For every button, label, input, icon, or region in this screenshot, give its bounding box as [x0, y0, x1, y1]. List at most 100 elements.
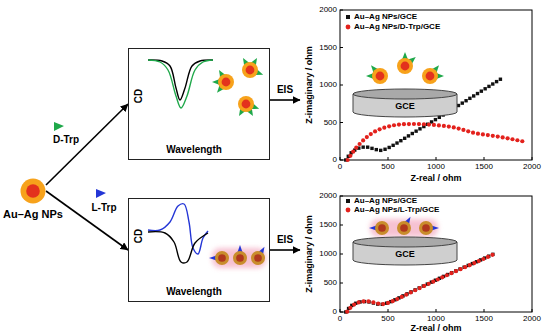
data-marker [365, 135, 369, 139]
particle-shell [397, 221, 411, 235]
data-marker [395, 297, 399, 301]
legend-marker [346, 199, 350, 203]
data-marker [397, 122, 401, 126]
particle-shell [419, 221, 433, 235]
data-marker [466, 129, 470, 133]
tick-mark [436, 309, 437, 312]
tick-label: 2000 [523, 163, 541, 171]
tick-mark [340, 122, 343, 123]
tick-label: 2000 [523, 315, 541, 323]
arrow-connector [46, 191, 128, 250]
particle-shell [397, 58, 413, 74]
tick-label: 500 [324, 119, 337, 127]
data-marker [391, 144, 394, 147]
data-marker [427, 122, 431, 126]
data-marker [361, 138, 365, 142]
arrow-connector [270, 249, 300, 251]
data-marker [432, 123, 436, 127]
tick-label: 0 [338, 163, 342, 171]
tick-label: 1000 [427, 163, 445, 171]
data-marker [445, 273, 449, 277]
data-marker [351, 150, 355, 154]
data-marker [411, 132, 414, 135]
data-marker [361, 145, 364, 148]
tick-label: 500 [381, 163, 394, 171]
data-marker [480, 89, 483, 92]
tick-label: 0 [333, 308, 337, 316]
data-marker [422, 122, 426, 126]
data-marker [464, 99, 467, 102]
edge-label: D-Trp [52, 135, 80, 145]
data-marker [431, 280, 435, 284]
tick-label: 1000 [427, 315, 445, 323]
data-marker [422, 284, 426, 288]
data-marker [369, 132, 373, 136]
connector-group [46, 100, 300, 250]
data-marker [476, 132, 480, 136]
tick-label: 1500 [475, 315, 493, 323]
particle-core [401, 62, 410, 71]
tick-mark [340, 312, 343, 313]
tick-label: 1500 [319, 44, 337, 52]
data-marker [376, 302, 379, 305]
data-marker [387, 124, 391, 128]
data-marker [417, 286, 420, 289]
tick-label: 0 [333, 156, 337, 164]
data-marker [382, 126, 386, 130]
particle-core [376, 72, 385, 81]
data-marker [447, 125, 451, 129]
cd-curve [148, 232, 208, 263]
data-marker [468, 97, 471, 100]
data-marker [370, 147, 373, 150]
data-marker [454, 269, 457, 272]
tick-mark [388, 309, 389, 312]
data-marker [412, 122, 416, 126]
data-marker [395, 141, 398, 144]
data-marker [481, 132, 485, 136]
data-marker [407, 134, 410, 137]
aggregate-glow [370, 219, 438, 237]
data-marker [468, 263, 472, 267]
tick-label: 2000 [319, 192, 337, 200]
data-marker [458, 267, 462, 271]
data-marker [477, 259, 481, 263]
illustration-group [54, 10, 532, 314]
electrode: GCE [352, 88, 458, 118]
data-marker [490, 253, 494, 257]
tick-mark [388, 157, 389, 160]
data-marker [418, 286, 422, 290]
axis-title: Z-imaginary / ohm [305, 215, 314, 293]
particle-shell [238, 96, 254, 112]
data-marker [371, 300, 375, 304]
data-marker [402, 122, 406, 126]
data-marker [505, 136, 509, 140]
tick-label: 1500 [475, 163, 493, 171]
particle-shell [21, 179, 46, 204]
tick-mark [436, 157, 437, 160]
data-marker [491, 82, 494, 85]
legend-text: Au–Ag NPs/GCE [354, 13, 417, 21]
electrode-top [353, 89, 457, 99]
cd-panel: CDWavelength [128, 48, 270, 160]
tick-label: 500 [324, 279, 337, 287]
arrow-connector [270, 99, 300, 101]
data-marker [499, 78, 502, 81]
tick-label: 500 [381, 315, 394, 323]
particle-shell [422, 68, 438, 84]
data-marker [481, 257, 485, 261]
cd-curve [148, 60, 213, 100]
particle-core [218, 254, 226, 262]
legend-marker [346, 25, 351, 30]
tick-mark [484, 309, 485, 312]
axis-title: Z-imaginary / ohm [305, 46, 314, 124]
data-marker [510, 137, 514, 141]
data-marker [381, 302, 385, 306]
tick-mark [340, 10, 343, 11]
tick-mark [340, 283, 343, 284]
data-marker [471, 131, 475, 135]
data-marker [352, 302, 356, 306]
particle-core [254, 254, 262, 262]
legend-marker [346, 208, 351, 213]
data-marker [383, 148, 386, 151]
